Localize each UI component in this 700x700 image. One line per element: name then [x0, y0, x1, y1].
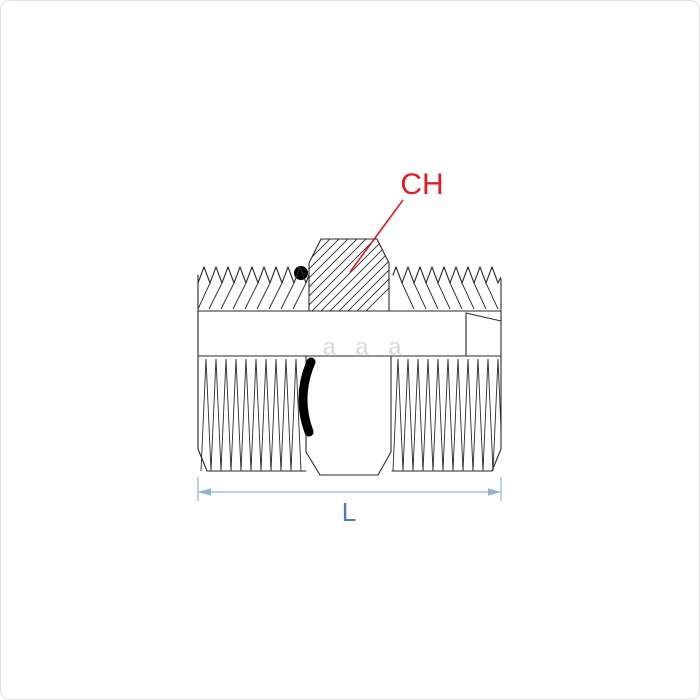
lower-outline	[197, 355, 502, 472]
arrowhead-right	[488, 488, 501, 496]
ch-label: CH	[400, 168, 443, 201]
top-thread-right	[392, 266, 501, 310]
length-dimension: L	[197, 477, 502, 527]
top-hex-sectioned	[308, 238, 390, 312]
hex-face	[305, 355, 392, 476]
body-band	[197, 274, 502, 357]
watermark: a a a	[322, 333, 408, 361]
dimension-arrows	[198, 488, 501, 496]
ch-annotation: CH	[349, 168, 444, 273]
arrowhead-left	[198, 488, 211, 496]
dimension-lines	[197, 477, 502, 501]
section-hatching	[309, 239, 389, 311]
lower-thread-right	[392, 358, 501, 472]
ch-leader-line	[349, 199, 404, 273]
top-thread-left	[198, 266, 310, 310]
o-ring	[298, 357, 316, 437]
o-ring-cross-section-dot	[294, 266, 308, 280]
length-dimension-label: L	[342, 497, 356, 527]
lower-thread-left	[200, 358, 302, 472]
